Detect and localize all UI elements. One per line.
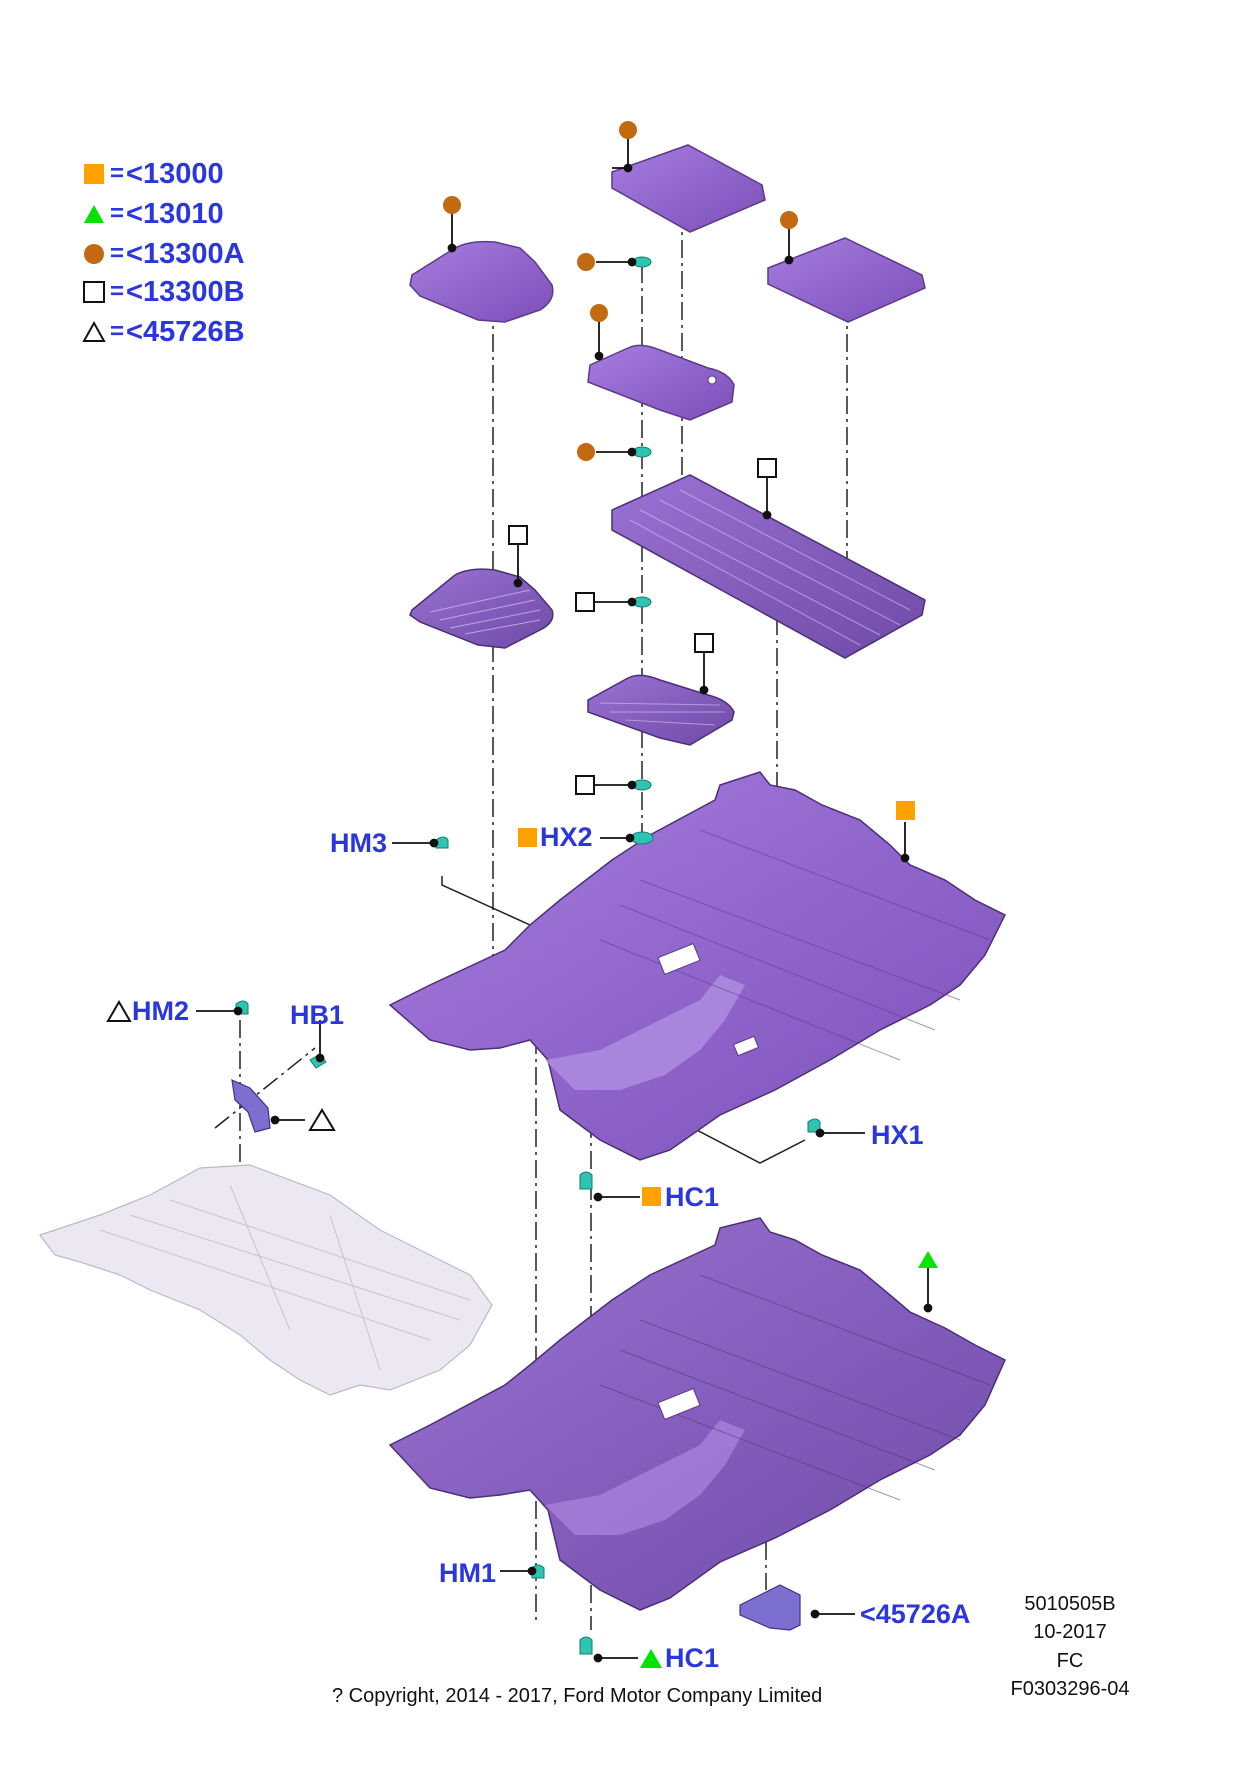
- floor-covering-lower: [388, 1217, 1006, 1611]
- legend-code: <45726B: [126, 315, 245, 348]
- legend-row-13010: = <13010: [82, 198, 224, 230]
- legend-row-13300a: = <13300A: [82, 238, 245, 270]
- open-square-icon: [575, 592, 595, 612]
- orange-square-icon: [82, 162, 106, 186]
- brown-circle-icon: [443, 196, 461, 214]
- orange-square-icon: [896, 801, 915, 820]
- mat-front-right-top: [587, 344, 735, 421]
- callout-hm2: HM2: [132, 996, 190, 1026]
- open-square-icon: [82, 280, 106, 304]
- legend-equals: =: [110, 160, 125, 187]
- bracket-45726b: [231, 1079, 271, 1133]
- drawing-number: 5010505B: [1024, 1593, 1116, 1615]
- legend-code: <13300A: [126, 237, 245, 270]
- mat-center-top: [611, 144, 766, 233]
- drawing-date: 10-2017: [1033, 1621, 1107, 1643]
- legend-equals: =: [110, 200, 125, 227]
- legend-equals: =: [110, 318, 125, 345]
- legend-code: <13000: [126, 157, 224, 190]
- mat-rear-right-top: [767, 237, 926, 323]
- floor-covering-ghost: [39, 1164, 493, 1396]
- mat-front-left-middle: [409, 568, 554, 649]
- open-triangle-icon: [82, 320, 106, 344]
- legend-equals: =: [110, 240, 125, 267]
- legend-row-45726b: = <45726B: [82, 316, 245, 348]
- drawing-reference: F0303296-04: [1010, 1678, 1130, 1700]
- brown-circle-icon: [590, 304, 608, 322]
- floor-covering-upper: [388, 771, 1007, 1161]
- open-square-icon: [575, 775, 595, 795]
- open-triangle-icon: [106, 1000, 132, 1022]
- legend-row-13300b: = <13300B: [82, 276, 245, 308]
- brown-circle-icon: [577, 443, 595, 461]
- callout-45726a: <45726A: [860, 1599, 971, 1629]
- open-triangle-icon: [308, 1108, 336, 1131]
- brown-circle-icon: [82, 242, 106, 266]
- callout-hx1: HX1: [871, 1120, 924, 1150]
- callout-markers: [106, 121, 938, 1668]
- mat-front-right-middle: [587, 674, 735, 746]
- drawing-code: FC: [1056, 1650, 1084, 1672]
- orange-square-icon: [642, 1187, 661, 1206]
- callout-hm3: HM3: [330, 828, 388, 858]
- brown-circle-icon: [577, 253, 595, 271]
- green-triangle-icon: [918, 1251, 938, 1268]
- brown-circle-icon: [780, 211, 798, 229]
- callout-leaders: [196, 130, 933, 1663]
- mat-rear-runner-middle: [611, 474, 926, 659]
- green-triangle-icon: [640, 1649, 662, 1668]
- copyright-notice: ? Copyright, 2014 - 2017, Ford Motor Com…: [332, 1685, 823, 1707]
- open-square-icon: [508, 525, 528, 545]
- callout-hx2: HX2: [540, 822, 593, 852]
- callout-hb1: HB1: [290, 1000, 345, 1030]
- brown-circle-icon: [619, 121, 637, 139]
- open-square-icon: [757, 458, 777, 478]
- legend-code: <13010: [126, 197, 224, 230]
- bracket-45726a: [739, 1584, 801, 1631]
- callout-hc1-upper: HC1: [665, 1182, 720, 1212]
- callout-hc1-lower: HC1: [665, 1643, 720, 1673]
- green-triangle-icon: [82, 202, 106, 226]
- mat-front-left-top: [409, 240, 554, 323]
- legend-code: <13300B: [126, 275, 245, 308]
- legend-equals: =: [110, 278, 125, 305]
- open-square-icon: [694, 633, 714, 653]
- legend-row-13000: = <13000: [82, 158, 224, 190]
- callout-hm1: HM1: [439, 1558, 497, 1588]
- orange-square-icon: [518, 828, 537, 847]
